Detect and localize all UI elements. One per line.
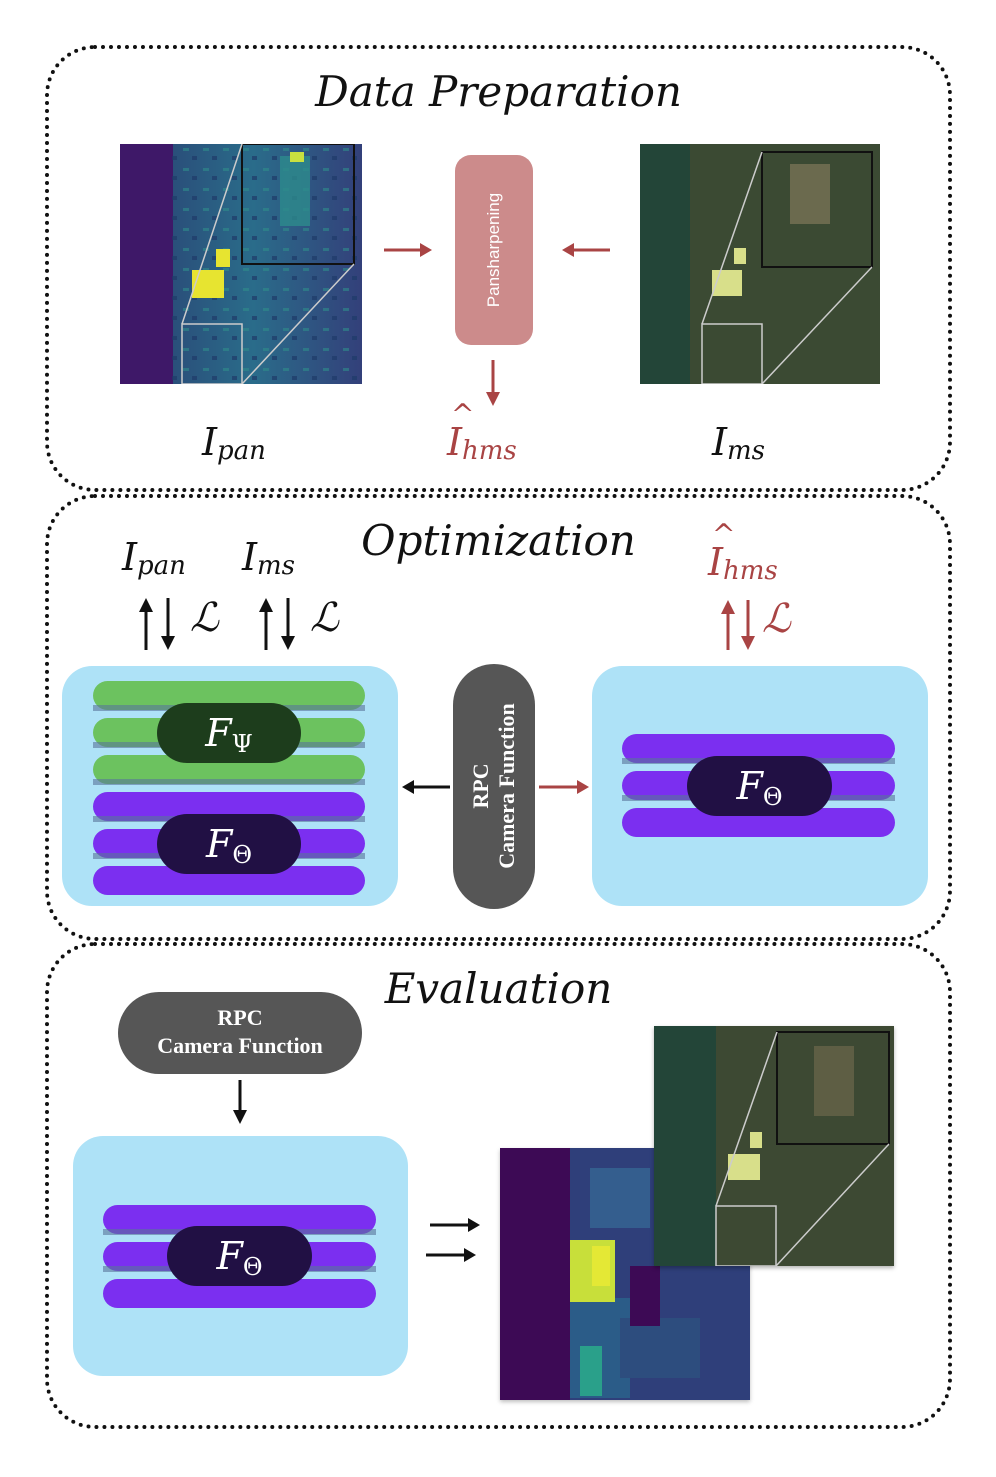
hms-loss-arrows (721, 600, 755, 650)
i-hms-label: Ihms (447, 398, 517, 466)
eval-output-arrow-1 (430, 1218, 480, 1232)
i-pan-label: Ipan (202, 420, 266, 466)
ms-loss-symbol: ℒ (310, 595, 339, 641)
evaluation-title: Evaluation (384, 964, 613, 1013)
optimization-camera-text: RPC Camera Function (468, 703, 519, 869)
f-psi-badge: FΨ (157, 703, 301, 763)
ms-satellite-image (640, 144, 880, 384)
pansharpening-box: Pansharpening (455, 155, 533, 345)
pansharpening-to-hms-arrow (486, 360, 500, 406)
hms-loss-symbol: ℒ (762, 596, 791, 642)
optimization-panel: Optimization (45, 494, 952, 941)
opt-i-hms-label: Ihms (708, 518, 778, 586)
optimization-title: Optimization (361, 516, 636, 565)
height-map-output-image (500, 1148, 750, 1400)
opt-i-ms-label: Ims (242, 535, 296, 581)
optimization-camera-function: RPC Camera Function (453, 664, 535, 909)
ms-loss-arrows (259, 598, 295, 650)
opt-i-pan-label: Ipan (122, 535, 186, 581)
eval-f-theta-badge: FΘ (167, 1226, 312, 1286)
eval-camera-to-network-arrow (233, 1080, 247, 1124)
camera-to-left-network-arrow (402, 780, 450, 794)
pan-loss-symbol: ℒ (190, 595, 219, 641)
ms-to-pansharpening-arrow (562, 243, 610, 257)
camera-to-right-network-arrow (539, 780, 589, 794)
f-theta-left-badge: FΘ (157, 814, 301, 874)
data-preparation-title: Data Preparation (315, 67, 682, 116)
pan-loss-arrows (139, 598, 175, 650)
data-preparation-panel: Data Preparation (45, 45, 952, 492)
pansharpening-label: Pansharpening (484, 192, 503, 308)
f-theta-right-badge: FΘ (687, 756, 832, 816)
evaluation-panel: Evaluation (45, 942, 952, 1429)
i-ms-label: Ims (712, 420, 766, 466)
pan-satellite-image (120, 144, 362, 384)
eval-output-arrow-2 (426, 1248, 476, 1262)
rgb-output-image (654, 1026, 894, 1266)
pan-to-pansharpening-arrow (384, 243, 432, 257)
evaluation-camera-function: RPC Camera Function (118, 992, 362, 1074)
